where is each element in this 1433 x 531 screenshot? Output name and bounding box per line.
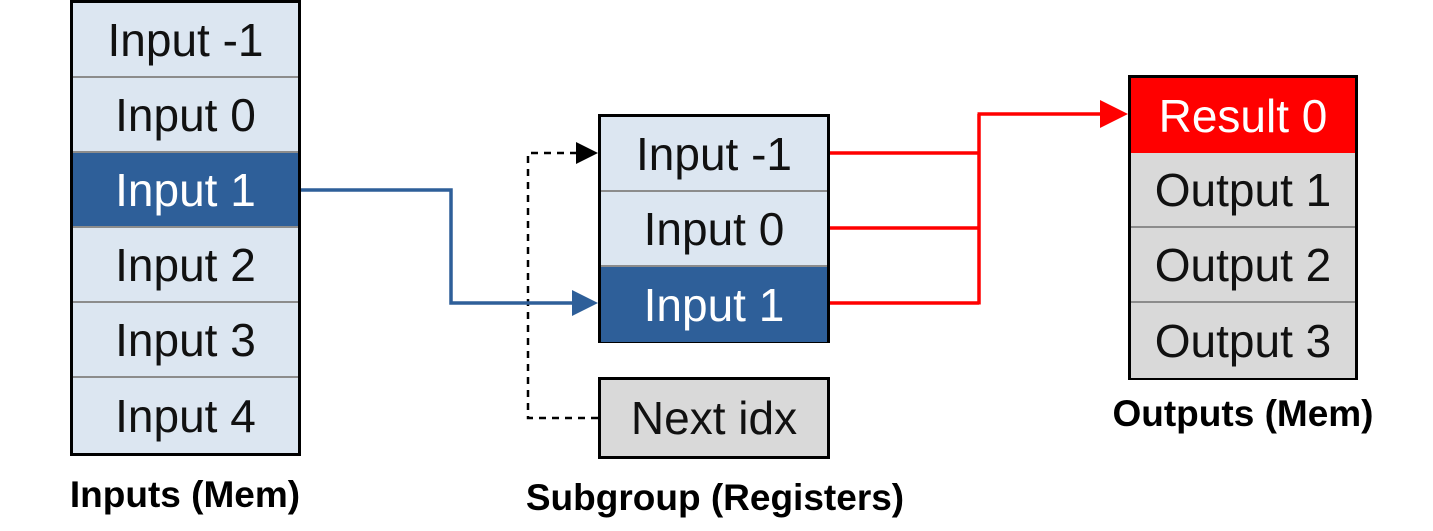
load-input-arrowhead — [572, 290, 598, 316]
subgroup-register-stack: Input -1 Input 0 Input 1 — [598, 114, 830, 343]
inputs-caption: Inputs (Mem) — [69, 474, 301, 515]
outputs-memory-stack: Result 0 Output 1 Output 2 Output 3 — [1128, 75, 1358, 380]
reduce-arrowhead — [1100, 100, 1128, 128]
outputs-caption: Outputs (Mem) — [1112, 393, 1374, 434]
next-idx-loop-arrow — [526, 151, 598, 420]
subgroup-cell-input-neg1: Input -1 — [601, 117, 827, 192]
subgroup-cell-input-1: Input 1 — [601, 267, 827, 342]
inputs-cell-input-0: Input 0 — [73, 78, 298, 153]
inputs-memory-stack: Input -1 Input 0 Input 1 Input 2 Input 3… — [70, 0, 301, 456]
outputs-cell-output-3: Output 3 — [1131, 303, 1355, 378]
subgroup-cell-input-0: Input 0 — [601, 192, 827, 267]
load-input-arrow — [301, 188, 580, 305]
inputs-cell-input-3: Input 3 — [73, 303, 298, 378]
inputs-cell-input-4: Input 4 — [73, 378, 298, 453]
next-idx-label: Next idx — [601, 380, 827, 456]
inputs-cell-input-1: Input 1 — [73, 153, 298, 228]
outputs-cell-result-0: Result 0 — [1131, 78, 1355, 153]
next-idx-box: Next idx — [598, 377, 830, 459]
inputs-cell-input-2: Input 2 — [73, 228, 298, 303]
subgroup-caption: Subgroup (Registers) — [525, 477, 905, 518]
outputs-cell-output-1: Output 1 — [1131, 153, 1355, 228]
next-idx-loop-arrowhead — [576, 142, 598, 164]
outputs-cell-output-2: Output 2 — [1131, 228, 1355, 303]
inputs-cell-input-neg1: Input -1 — [73, 3, 298, 78]
